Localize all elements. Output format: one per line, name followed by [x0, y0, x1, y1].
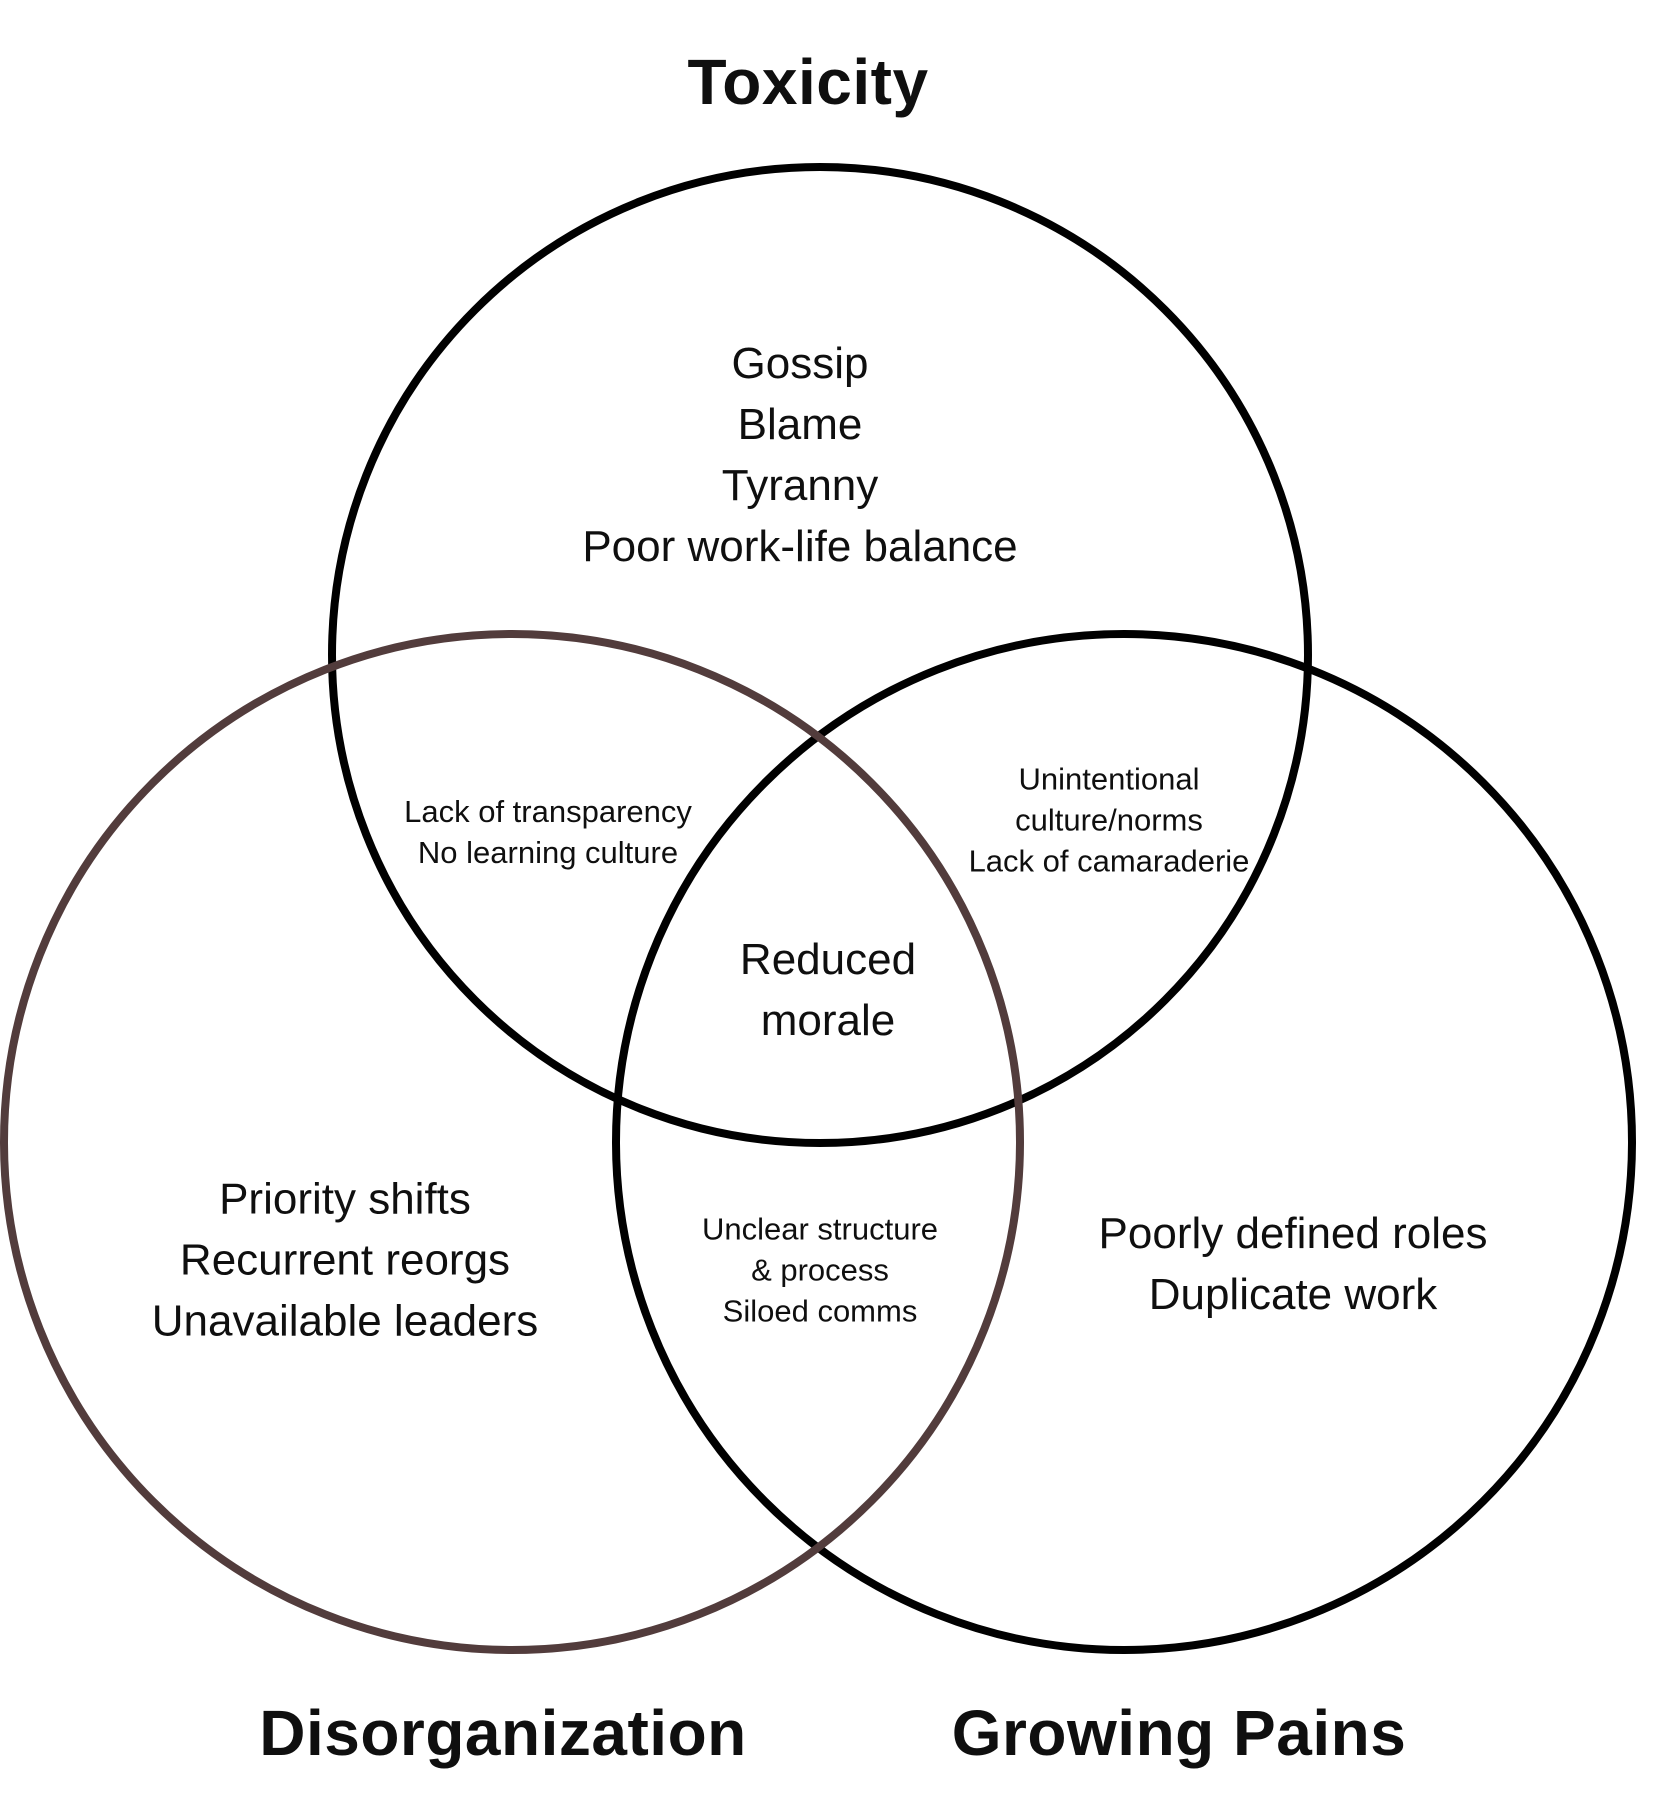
disorganization-title: Disorganization: [259, 1697, 747, 1769]
center-all-region: Reduced morale: [740, 929, 916, 1051]
disorganization-only-region: Priority shifts Recurrent reorgs Unavail…: [152, 1169, 538, 1352]
growing-pains-circle: [612, 630, 1636, 1654]
growing-pains-title: Growing Pains: [951, 1697, 1407, 1769]
disorganization-growing-pains-region: Unclear structure & process Siloed comms: [702, 1209, 938, 1332]
region-line: Duplicate work: [1148, 1270, 1438, 1319]
disorganization-circle: [0, 630, 1024, 1654]
toxicity-circle: [328, 163, 1312, 1147]
region-line: Gossip: [731, 339, 869, 388]
region-line: morale: [760, 996, 896, 1045]
region-line: Lack of transparency: [404, 794, 692, 829]
region-line: Blame: [737, 400, 863, 449]
region-line: & process: [751, 1252, 889, 1288]
region-line: Unintentional: [1018, 761, 1200, 797]
region-line: No learning culture: [417, 835, 679, 870]
region-line: Poor work-life balance: [582, 522, 1018, 571]
region-line: Siloed comms: [722, 1293, 918, 1329]
region-line: Poorly defined roles: [1098, 1209, 1488, 1258]
growing-pains-only-region: Poorly defined roles Duplicate work: [1099, 1203, 1488, 1325]
toxicity-only-region: Gossip Blame Tyranny Poor work-life bala…: [582, 333, 1017, 577]
region-line: Unclear structure: [701, 1211, 939, 1247]
region-line: Unavailable leaders: [151, 1296, 539, 1346]
region-line: Lack of camaraderie: [968, 843, 1250, 879]
toxicity-title: Toxicity: [687, 46, 929, 118]
region-line: Recurrent reorgs: [179, 1235, 511, 1285]
toxicity-disorganization-region: Lack of transparency No learning culture: [404, 791, 692, 873]
toxicity-growing-pains-region: Unintentional culture/norms Lack of cama…: [969, 759, 1250, 882]
region-line: Tyranny: [721, 461, 879, 510]
region-line: Reduced: [739, 935, 917, 984]
region-line: Priority shifts: [219, 1174, 471, 1224]
region-line: culture/norms: [1015, 802, 1203, 838]
